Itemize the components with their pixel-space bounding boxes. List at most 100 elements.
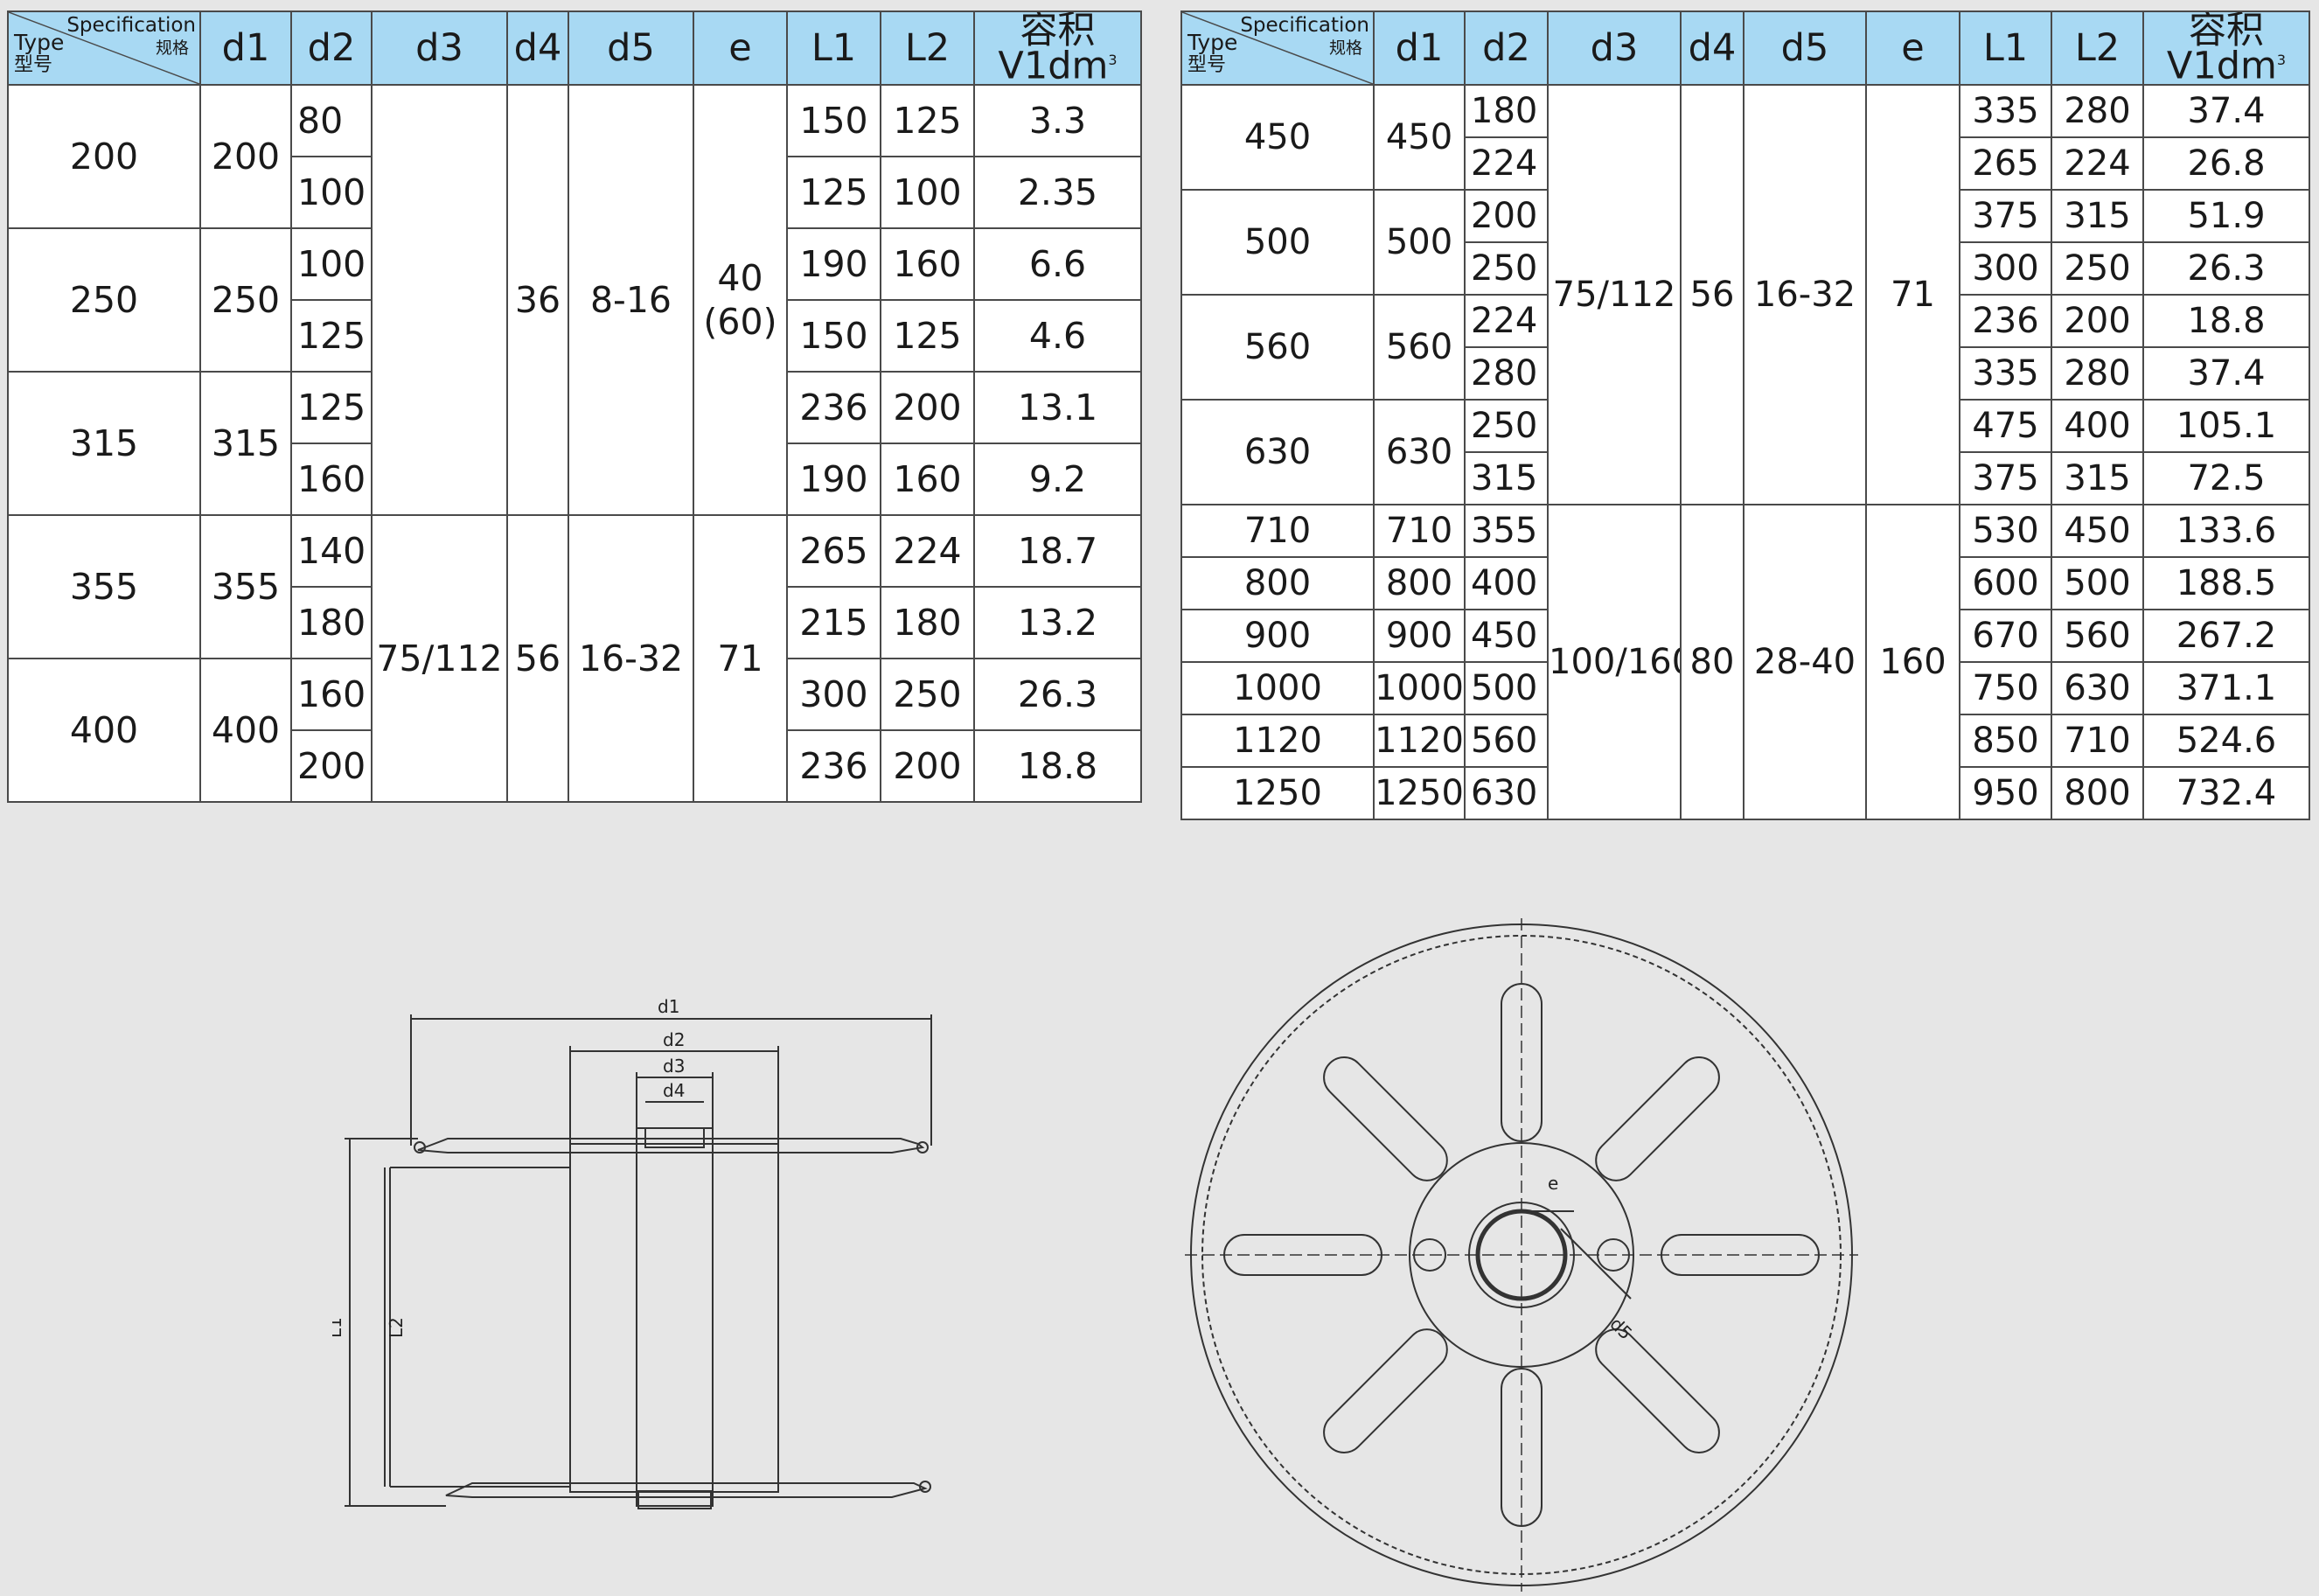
header-d2: d2 xyxy=(290,10,373,86)
L2-cell: 125 xyxy=(880,299,975,373)
d1-cell: 560 xyxy=(1373,294,1466,401)
L2-cell: 560 xyxy=(2051,609,2144,663)
volume-cell: 37.4 xyxy=(2142,346,2310,401)
d2-cell: 315 xyxy=(1464,451,1549,505)
volume-cell: 2.35 xyxy=(973,156,1142,229)
L1-cell: 236 xyxy=(786,729,881,803)
volume-cell: 524.6 xyxy=(2142,714,2310,768)
L1-cell: 375 xyxy=(1959,451,2052,505)
header-type-spec: Specification 规格 Type 型号 xyxy=(7,10,201,86)
header-spec-en: Specification xyxy=(1240,14,1369,37)
d1-cell: 1120 xyxy=(1373,714,1466,768)
type-cell: 200 xyxy=(7,84,201,229)
L2-cell: 160 xyxy=(880,443,975,516)
L1-cell: 335 xyxy=(1959,84,2052,138)
d2-cell: 125 xyxy=(290,371,373,444)
d2-cell: 160 xyxy=(290,658,373,731)
L1-cell: 236 xyxy=(786,371,881,444)
volume-cell: 72.5 xyxy=(2142,451,2310,505)
volume-cell: 9.2 xyxy=(973,443,1142,516)
type-cell: 900 xyxy=(1180,609,1375,663)
volume-cell: 13.1 xyxy=(973,371,1142,444)
volume-cell: 26.3 xyxy=(2142,241,2310,296)
header-volume: 容积 V1dm3 xyxy=(973,10,1142,86)
d2-cell: 450 xyxy=(1464,609,1549,663)
label-d3: d3 xyxy=(663,1056,685,1077)
header-d3: d3 xyxy=(371,10,508,86)
L1-cell: 670 xyxy=(1959,609,2052,663)
L2-cell: 100 xyxy=(880,156,975,229)
d2-cell: 200 xyxy=(1464,189,1549,243)
table-row: 200 236 200 18.8 xyxy=(8,729,1142,803)
d3-cell xyxy=(371,84,508,516)
header-d1: d1 xyxy=(199,10,292,86)
header-d4: d4 xyxy=(1680,10,1744,86)
table-row: 1000 1000 500 750 630 371.1 xyxy=(1180,661,2310,715)
table-row: 1250 1250 630 950 800 732.4 xyxy=(1180,766,2310,820)
d2-cell: 224 xyxy=(1464,136,1549,191)
header-row: Specification 规格 Type 型号 d1 d2 d3 d4 d5 … xyxy=(7,10,1142,86)
volume-cell: 26.8 xyxy=(2142,136,2310,191)
L2-cell: 450 xyxy=(2051,504,2144,558)
L1-cell: 150 xyxy=(786,84,881,157)
header-type-cn: 型号 xyxy=(14,54,53,76)
volume-cell: 105.1 xyxy=(2142,399,2310,453)
volume-unit-text: V1dm xyxy=(998,44,1109,85)
L1-cell: 600 xyxy=(1959,556,2052,610)
header-L2: L2 xyxy=(2051,10,2144,86)
volume-cell: 13.2 xyxy=(973,586,1142,659)
d4-cell: 36 xyxy=(506,84,569,516)
d2-cell: 80 xyxy=(290,84,373,157)
d2-cell: 560 xyxy=(1464,714,1549,768)
header-type-en: Type xyxy=(14,30,65,55)
table-row: 315 375 315 72.5 xyxy=(1181,451,2310,505)
table-row: 250 250 100 190 160 6.6 xyxy=(7,227,1142,373)
table-row: 280 335 280 37.4 xyxy=(1181,346,2310,401)
L2-cell: 180 xyxy=(880,586,975,659)
L2-cell: 200 xyxy=(880,729,975,803)
volume-cell: 3.3 xyxy=(973,84,1142,157)
table-row: 630 630 250 475 400 105.1 xyxy=(1180,399,2310,505)
type-cell: 1000 xyxy=(1180,661,1375,715)
L2-cell: 710 xyxy=(2051,714,2144,768)
e-cell: 160 xyxy=(1865,504,1960,820)
header-L2: L2 xyxy=(880,10,975,86)
spool-side-view-drawing: d1 d2 d3 d4 L1 L2 xyxy=(332,996,932,1509)
d2-cell: 224 xyxy=(1464,294,1549,348)
table-row: 315 315 125 236 200 13.1 xyxy=(7,371,1142,516)
header-volume-unit: V1dm3 xyxy=(976,45,1139,83)
bottom-flange xyxy=(445,1482,928,1498)
table-row: 250 300 250 26.3 xyxy=(1181,241,2310,296)
e-cell: 71 xyxy=(693,514,788,803)
L1-cell: 300 xyxy=(786,658,881,731)
header-volume-cn: 容积 xyxy=(2189,11,2264,52)
table-row: 900 900 450 670 560 267.2 xyxy=(1180,609,2310,663)
L2-cell: 125 xyxy=(880,84,975,157)
table-row: 710 710 355 100/160 80 28-40 160 530 450… xyxy=(1180,504,2310,820)
L1-cell: 850 xyxy=(1959,714,2052,768)
header-type-cn: 型号 xyxy=(1187,54,1227,76)
header-row: Specification 规格 Type 型号 d1 d2 d3 d4 d5 … xyxy=(1180,10,2310,86)
table-row: 125 150 125 4.6 xyxy=(8,299,1142,373)
d1-cell: 355 xyxy=(199,514,292,659)
L1-cell: 150 xyxy=(786,299,881,373)
volume-cell: 26.3 xyxy=(973,658,1142,731)
header-d5: d5 xyxy=(1743,10,1867,86)
L1-cell: 375 xyxy=(1959,189,2052,243)
table-row: 400 400 160 300 250 26.3 xyxy=(7,658,1142,803)
L1-cell: 190 xyxy=(786,443,881,516)
d2-cell: 500 xyxy=(1464,661,1549,715)
d4-cell: 80 xyxy=(1680,504,1744,820)
label-d5: d5 xyxy=(1605,1314,1636,1344)
L1-cell: 265 xyxy=(1959,136,2052,191)
table-row: 355 355 140 75/112 56 16-32 71 265 224 1… xyxy=(7,514,1142,803)
volume-cell: 133.6 xyxy=(2142,504,2310,558)
volume-cell: 4.6 xyxy=(973,299,1142,373)
label-L2: L2 xyxy=(386,1317,407,1338)
d2-cell: 100 xyxy=(290,227,373,301)
L1-cell: 215 xyxy=(786,586,881,659)
L2-cell: 224 xyxy=(2051,136,2144,191)
header-type-en: Type xyxy=(1187,30,1238,55)
L1-cell: 335 xyxy=(1959,346,2052,401)
d1-cell: 400 xyxy=(199,658,292,803)
